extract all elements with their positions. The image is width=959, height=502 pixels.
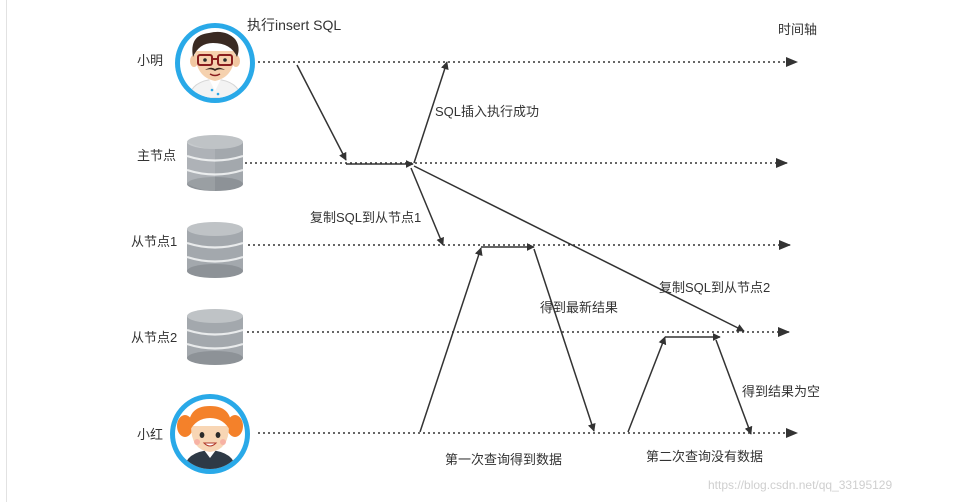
database-icon [186,309,244,365]
watermark: https://blog.csdn.net/qq_33195129 [708,478,893,492]
actor-label-xiaoming: 小明 [137,53,164,68]
database-icon [186,222,244,278]
actor-label-xiaohong: 小红 [137,427,164,442]
arrow-copy-to-slave1 [410,167,444,246]
actor-label-slave2: 从节点2 [131,330,178,345]
arrow-second-query-request [627,336,667,433]
actor-label-slave1: 从节点1 [131,234,178,249]
arrow-copy-to-slave2 [413,165,745,332]
lifelines [245,57,798,438]
arrow-first-query-result [533,248,596,432]
annotation-got-latest: 得到最新结果 [540,300,619,315]
arrow-second-query-result [715,339,753,435]
arrow-first-query-request [419,247,483,433]
left-border [6,0,7,502]
database-icon [186,135,244,191]
annotation-copy-to-slave1: 复制SQL到从节点1 [310,210,422,225]
flow-arrows [296,61,753,435]
annotation-copy-to-slave2: 复制SQL到从节点2 [659,280,771,295]
annotation-got-empty: 得到结果为空 [742,384,821,399]
annotation-first-query: 第一次查询得到数据 [445,452,563,467]
annotation-exec-insert: 执行insert SQL [247,17,342,33]
timeline-label: 时间轴 [778,22,818,37]
annotation-second-query: 第二次查询没有数据 [646,449,764,464]
arrow-insert-success [413,61,449,164]
arrow-insert-to-master [296,64,347,161]
boy-avatar-icon [175,23,255,103]
annotation-insert-success: SQL插入执行成功 [435,104,540,119]
girl-avatar-icon [170,394,250,474]
actor-label-master: 主节点 [137,148,177,163]
